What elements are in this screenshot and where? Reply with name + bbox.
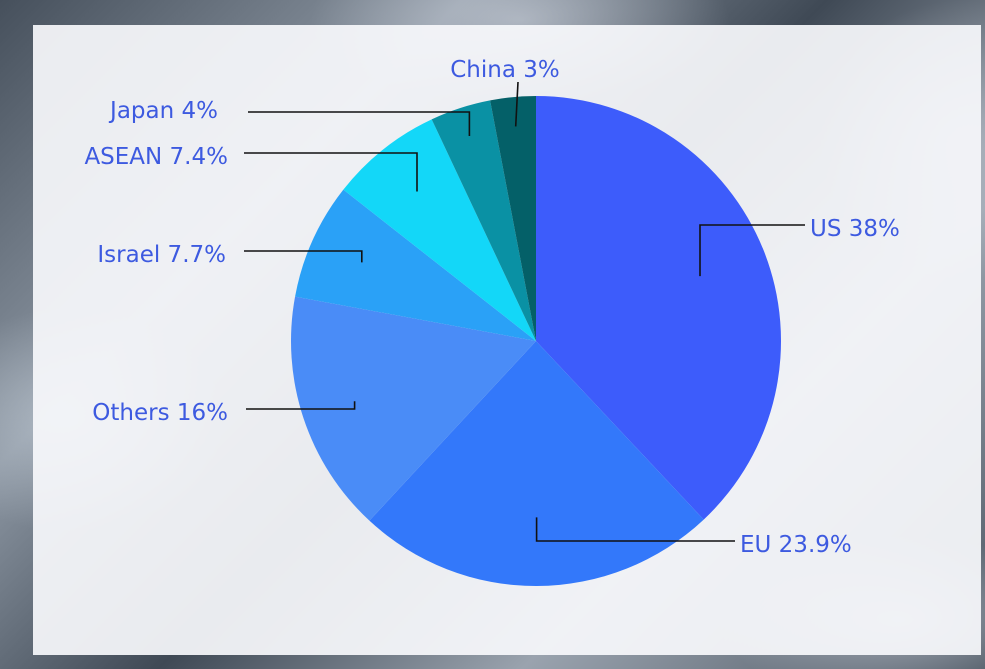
slice-labels: US 38% EU 23.9% Others 16% Israel 7.7% A… [84,57,899,558]
leader-china [514,81,519,127]
label-us: US 38% [810,216,900,242]
leader-asean [244,152,418,192]
slice-eu [369,341,704,587]
leader-israel [244,250,363,263]
label-asean: ASEAN 7.4% [84,144,228,170]
leader-others [246,401,356,410]
slice-asean [343,119,536,341]
leader-eu [535,517,735,542]
leader-us [699,224,805,277]
slice-us [536,96,781,520]
slice-japan [431,100,536,341]
label-japan: Japan 4% [108,98,218,124]
slice-others [291,296,536,521]
slice-china [490,96,536,341]
leader-lines [244,81,805,542]
label-china: China 3% [450,57,560,83]
slice-israel [295,189,536,341]
leader-japan [248,111,471,136]
label-israel: Israel 7.7% [97,242,226,268]
label-eu: EU 23.9% [740,532,852,558]
label-others: Others 16% [92,400,228,426]
pie-slices [291,96,781,587]
